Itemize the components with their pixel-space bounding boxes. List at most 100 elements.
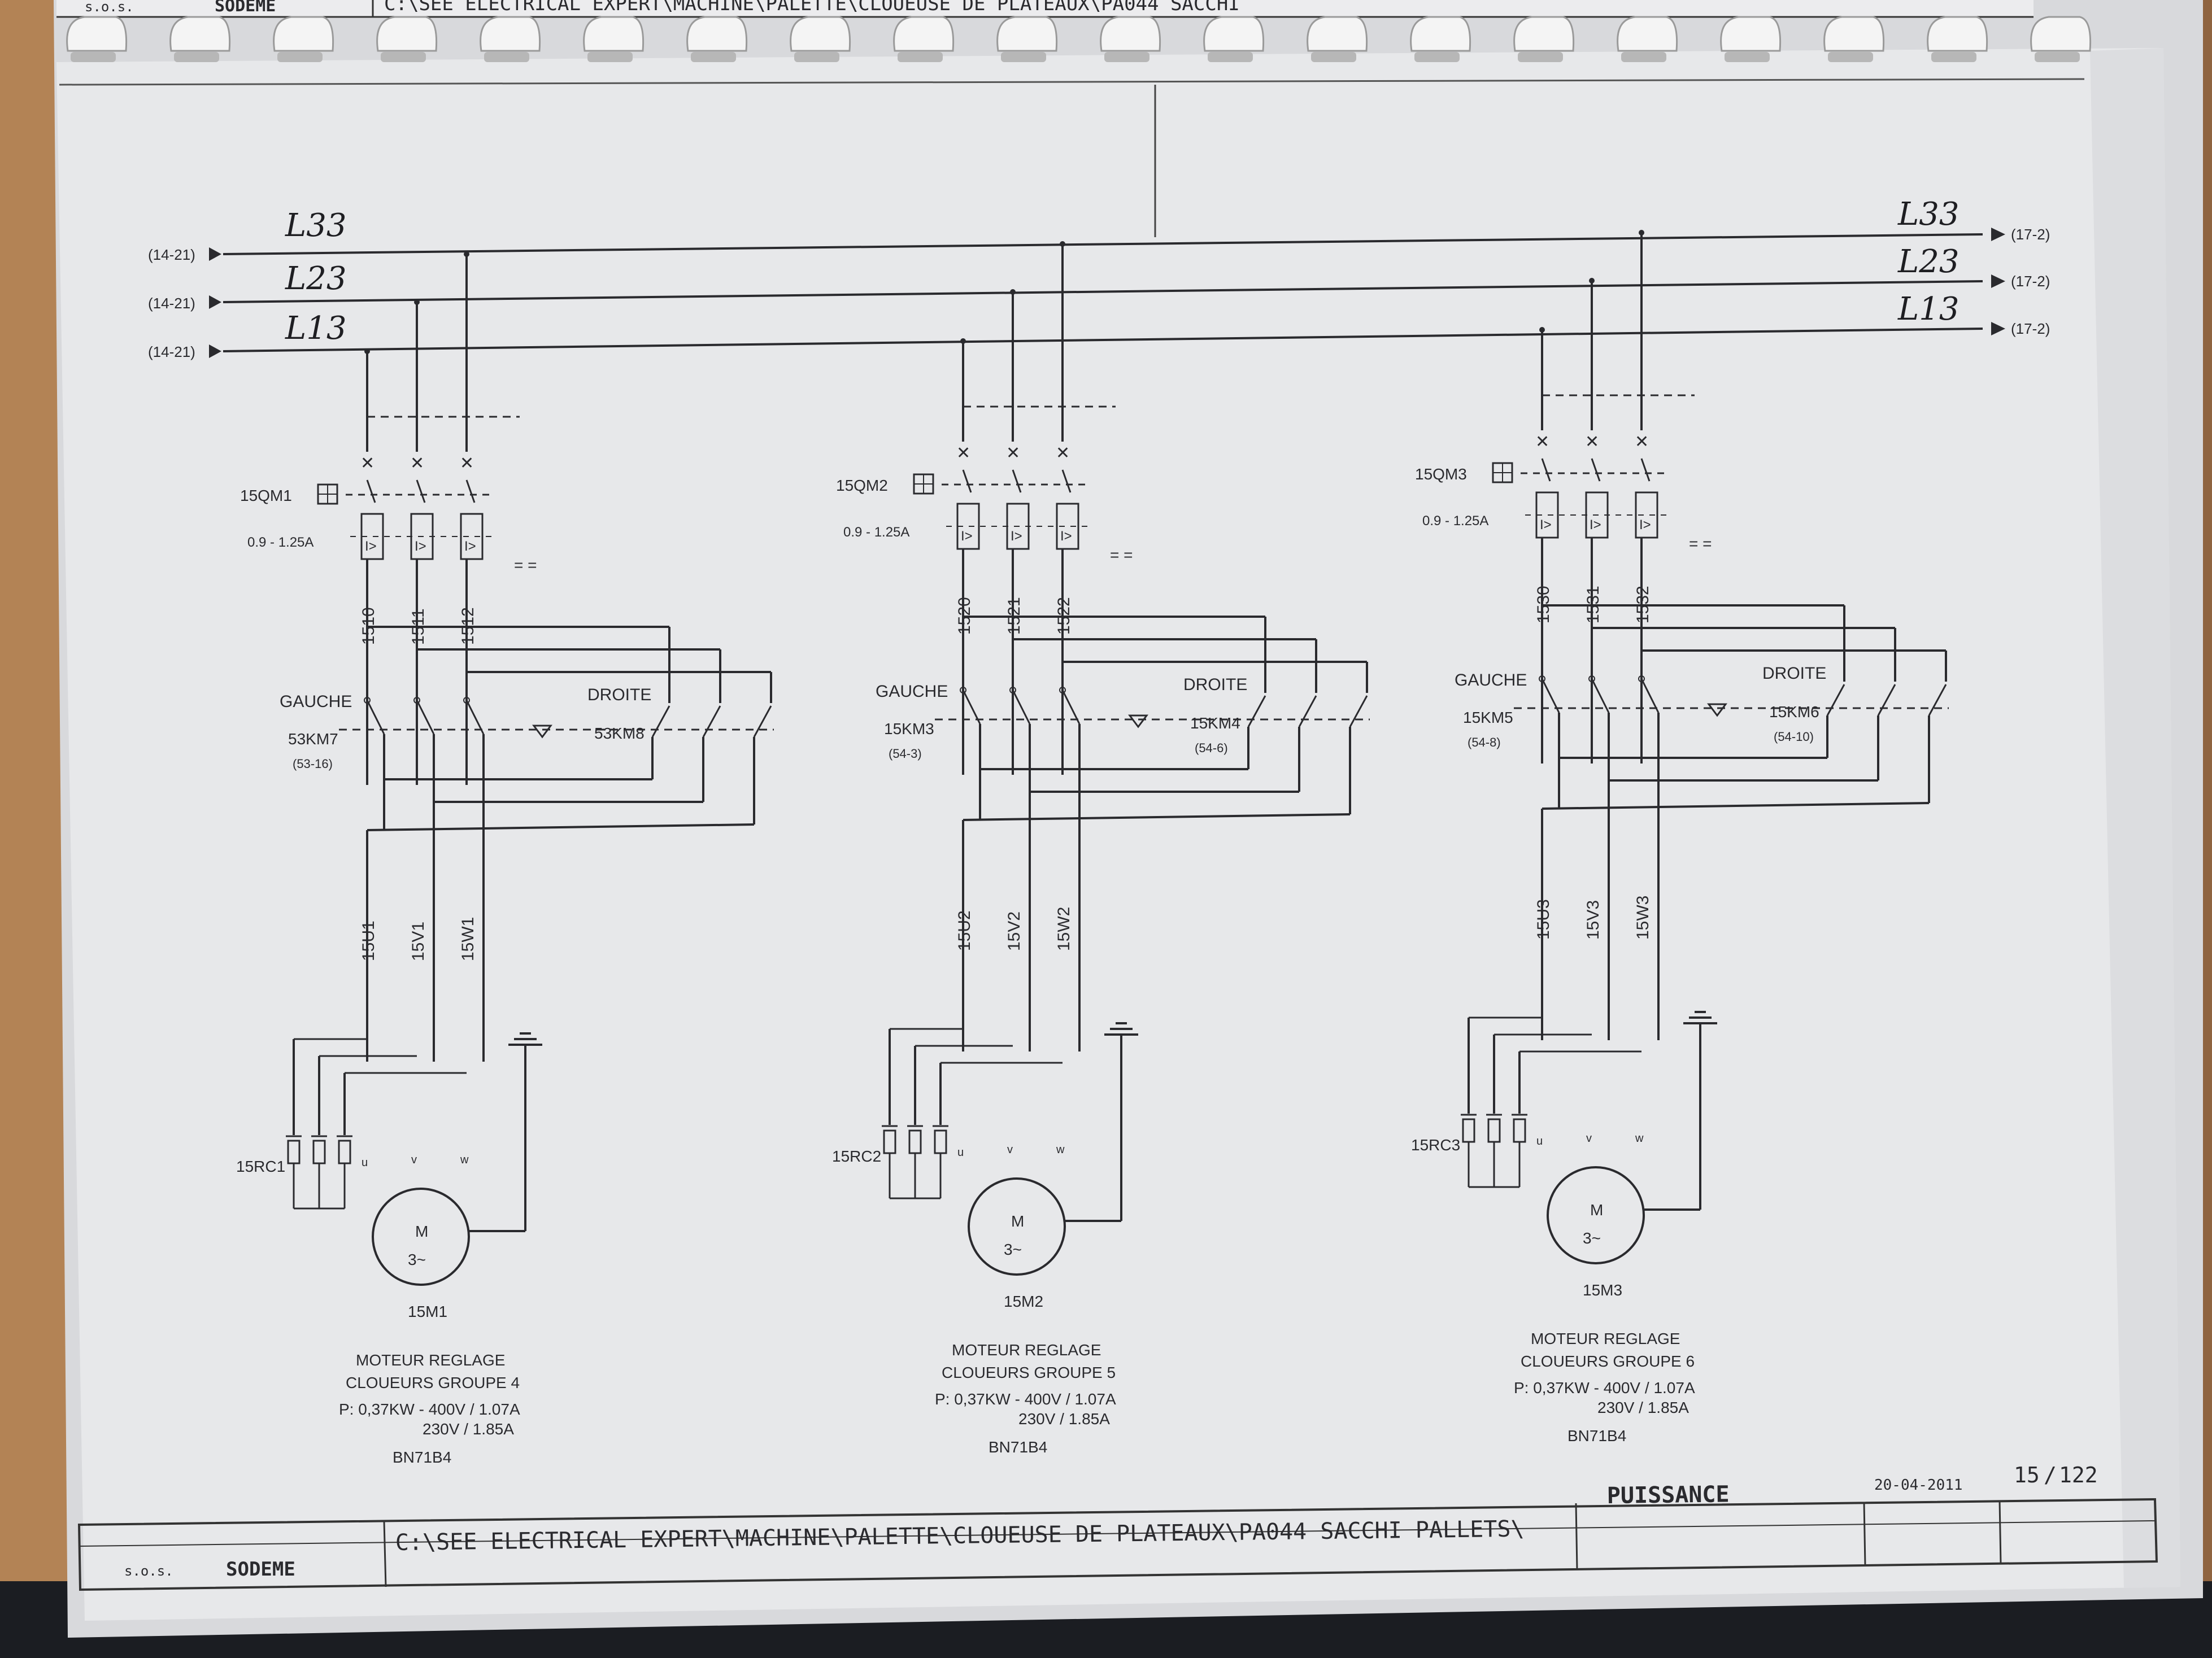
wire-number: 15W1 (459, 917, 477, 961)
aux-contact-mark: = = (1110, 546, 1133, 564)
bus-label-l13-right: L13 (1897, 291, 1959, 328)
binding-ring (1307, 16, 1368, 52)
binding-ring (2030, 16, 2092, 52)
contact-terminal (1009, 687, 1016, 693)
bus-ref-out: (17-2) (2011, 320, 2050, 337)
contact-terminal (1059, 687, 1066, 693)
interlock-icon (532, 725, 552, 739)
direction-label-left: GAUCHE (280, 692, 352, 711)
bus-label-l23-right: L23 (1897, 243, 1959, 280)
bus-label-l13: L13 (285, 310, 346, 347)
binding-ring-shadow (1828, 52, 1873, 62)
direction-label-right: DROITE (587, 686, 651, 704)
motor-icon (1547, 1166, 1645, 1264)
footer-date: 20-04-2011 (1874, 1477, 1963, 1494)
footer-total: 122 (2059, 1463, 2098, 1487)
binding-ring (169, 16, 231, 52)
wire (416, 479, 426, 503)
motor-id: 15M1 (408, 1303, 447, 1320)
contact-terminal (1539, 675, 1545, 682)
motor-description-2: CLOUEURS GROUPE 6 (1521, 1352, 1695, 1370)
direction-label-right: DROITE (1183, 675, 1247, 694)
contactor-left-ref: (53-16) (293, 757, 333, 771)
thermal-relay-symbol: I> (365, 539, 377, 554)
terminal-v: v (1586, 1132, 1592, 1145)
wire (416, 700, 435, 735)
disconnect-mark: ✕ (1535, 433, 1549, 451)
footer-section: PUISSANCE (1607, 1481, 1730, 1509)
wire (1877, 684, 1896, 716)
binding-ring (1720, 16, 1782, 52)
contactor-right: 53KM8 (594, 725, 645, 742)
bus-out-arrow (1991, 274, 2005, 288)
wire (1826, 684, 1845, 716)
binding-ring-shadow (1208, 52, 1253, 62)
breaker-label: 15QM3 (1415, 465, 1467, 483)
motor-reference: BN71B4 (1567, 1427, 1626, 1445)
rc-label: 15RC3 (1411, 1136, 1460, 1154)
disconnect-mark: ✕ (1056, 444, 1070, 463)
junction-dot (960, 338, 966, 344)
binding-ring-shadow (1518, 52, 1563, 62)
motor-reference: BN71B4 (989, 1438, 1047, 1456)
binding-ring-shadow (2035, 52, 2080, 62)
wire (651, 705, 670, 738)
wire (962, 690, 981, 725)
header-company: SODEME (215, 0, 276, 16)
bus-label-l33: L33 (285, 207, 346, 244)
wire (465, 700, 485, 735)
breaker-range: 0.9 - 1.25A (247, 535, 313, 550)
contactor-right-ref: (54-10) (1774, 730, 1814, 744)
binding-ring (1410, 16, 1471, 52)
binding-ring-shadow (1001, 52, 1046, 62)
wire (702, 705, 721, 738)
binding-ring (893, 16, 955, 52)
contactor-left: 53KM7 (288, 730, 338, 748)
wire (1542, 802, 1930, 810)
contact-terminal (413, 697, 420, 704)
footer-company: SODEME (226, 1558, 295, 1581)
thermal-relay-symbol: I> (1540, 517, 1552, 533)
binding-ring (376, 16, 438, 52)
wire (1640, 678, 1660, 713)
junction-dot (464, 251, 469, 257)
motor-icon (372, 1188, 470, 1286)
junction-dot (1060, 241, 1065, 247)
terminal-u: u (957, 1146, 964, 1159)
wire (1061, 469, 1072, 493)
junction-dot (1010, 289, 1016, 295)
contactor-left: 15KM5 (1463, 709, 1513, 726)
breaker-range: 0.9 - 1.25A (843, 525, 909, 540)
binding-ring-shadow (1725, 52, 1770, 62)
motor-description-1: MOTEUR REGLAGE (1531, 1330, 1680, 1347)
disconnect-mark: ✕ (1006, 444, 1020, 463)
disconnect-mark: ✕ (460, 454, 474, 473)
rc-label: 15RC1 (236, 1158, 285, 1175)
binding-ring (1203, 16, 1265, 52)
wire (1247, 695, 1266, 727)
junction-dot (1639, 230, 1644, 235)
contactor-right: 15KM4 (1190, 714, 1240, 732)
binding-ring (1823, 16, 1885, 52)
bus-ref-in: (14-21) (148, 295, 195, 312)
motor-letter: M (415, 1223, 428, 1240)
motor-description-2: CLOUEURS GROUPE 4 (346, 1374, 520, 1391)
disconnect-mark: ✕ (956, 444, 970, 463)
binding-ring-shadow (1931, 52, 1976, 62)
thermal-relay-symbol: I> (1590, 517, 1601, 533)
motor-phase: 3~ (1583, 1229, 1601, 1247)
footer-page-sep: / (2044, 1463, 2057, 1487)
wire-number: 15W2 (1055, 907, 1073, 951)
disconnect-mark: ✕ (410, 454, 424, 473)
thermal-relay (1635, 491, 1658, 539)
binding-ring (1100, 16, 1161, 52)
binding-ring (583, 16, 645, 52)
binding-ring-shadow (381, 52, 426, 62)
motor-phase: 3~ (1004, 1241, 1022, 1258)
thermal-relay (1056, 503, 1079, 550)
bus-in-arrow (209, 247, 221, 261)
wire-number: 15W3 (1634, 896, 1652, 940)
footer-page: 15 (2014, 1463, 2040, 1487)
thermal-relay-symbol: I> (464, 539, 476, 554)
motor-power-230v: 230V / 1.85A (1018, 1410, 1110, 1428)
